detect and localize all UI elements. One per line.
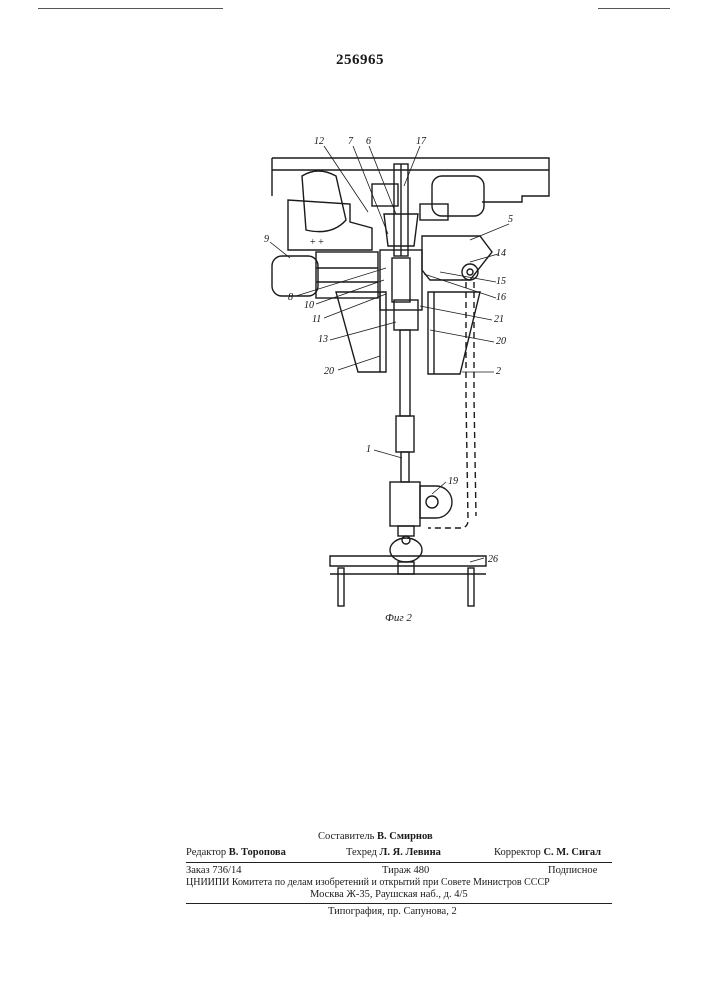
hook-block xyxy=(398,526,414,536)
address: Москва Ж-35, Раушская наб., д. 4/5 xyxy=(310,889,468,900)
figure-caption: Фиг 2 xyxy=(385,612,412,624)
label-20-right: 20 xyxy=(496,336,506,347)
label-16: 16 xyxy=(496,292,506,303)
lower-hub xyxy=(394,300,418,330)
right-trolley-motor xyxy=(432,176,484,216)
label-26: 26 xyxy=(488,554,498,565)
imprint-rule xyxy=(186,862,612,863)
label-11: 11 xyxy=(312,314,321,325)
label-10: 10 xyxy=(304,300,314,311)
subscription: Подписное xyxy=(548,865,597,876)
editor-line: Редактор В. Торопова xyxy=(186,847,286,858)
compiler-name: В. Смирнов xyxy=(377,831,433,842)
corrector-line: Корректор С. М. Сигал xyxy=(494,847,601,858)
label-5: 5 xyxy=(508,214,513,225)
compiler-line: Составитель В. Смирнов xyxy=(318,831,433,842)
rail-beam xyxy=(272,158,549,202)
label-8: 8 xyxy=(288,292,293,303)
editor-role: Редактор xyxy=(186,847,226,858)
label-2: 2 xyxy=(496,366,501,377)
left-trolley-body xyxy=(288,200,372,250)
corrector-name: С. М. Сигал xyxy=(543,847,601,858)
techred-line: Техред Л. Я. Левина xyxy=(346,847,441,858)
svg-text:+ +: + + xyxy=(310,237,324,248)
label-1: 1 xyxy=(366,444,371,455)
rod-sleeve xyxy=(396,416,414,452)
label-6: 6 xyxy=(366,136,371,147)
label-21: 21 xyxy=(494,314,504,325)
corrector-role: Корректор xyxy=(494,847,541,858)
label-12: 12 xyxy=(314,136,324,147)
label-13: 13 xyxy=(318,334,328,345)
printing-house: Типография, пр. Сапунова, 2 xyxy=(328,906,457,917)
imprint-rule-bottom xyxy=(186,903,612,904)
right-roller xyxy=(428,292,480,374)
main-rod xyxy=(400,330,410,416)
drive-motor-body xyxy=(316,252,378,298)
label-20-left: 20 xyxy=(324,366,334,377)
hook-swivel xyxy=(390,538,422,562)
editor-name: В. Торопова xyxy=(229,847,286,858)
label-7: 7 xyxy=(348,136,354,147)
circulation: Тираж 480 xyxy=(382,865,429,876)
lower-rod xyxy=(401,452,409,482)
compiler-role: Составитель xyxy=(318,831,374,842)
techred-role: Техред xyxy=(346,847,377,858)
label-17: 17 xyxy=(416,136,427,147)
hub-inner xyxy=(392,258,410,302)
label-9: 9 xyxy=(264,234,269,245)
techred-name: Л. Я. Левина xyxy=(380,847,441,858)
order: Заказ 736/14 xyxy=(186,865,241,876)
crossbar xyxy=(330,556,486,566)
label-14: 14 xyxy=(496,248,506,259)
lower-coupling xyxy=(390,482,420,526)
right-bracket xyxy=(422,236,492,280)
label-19: 19 xyxy=(448,476,458,487)
drive-motor xyxy=(272,256,318,296)
label-15: 15 xyxy=(496,276,506,287)
org-line: ЦНИИПИ Комитета по делам изобретений и о… xyxy=(186,877,550,888)
